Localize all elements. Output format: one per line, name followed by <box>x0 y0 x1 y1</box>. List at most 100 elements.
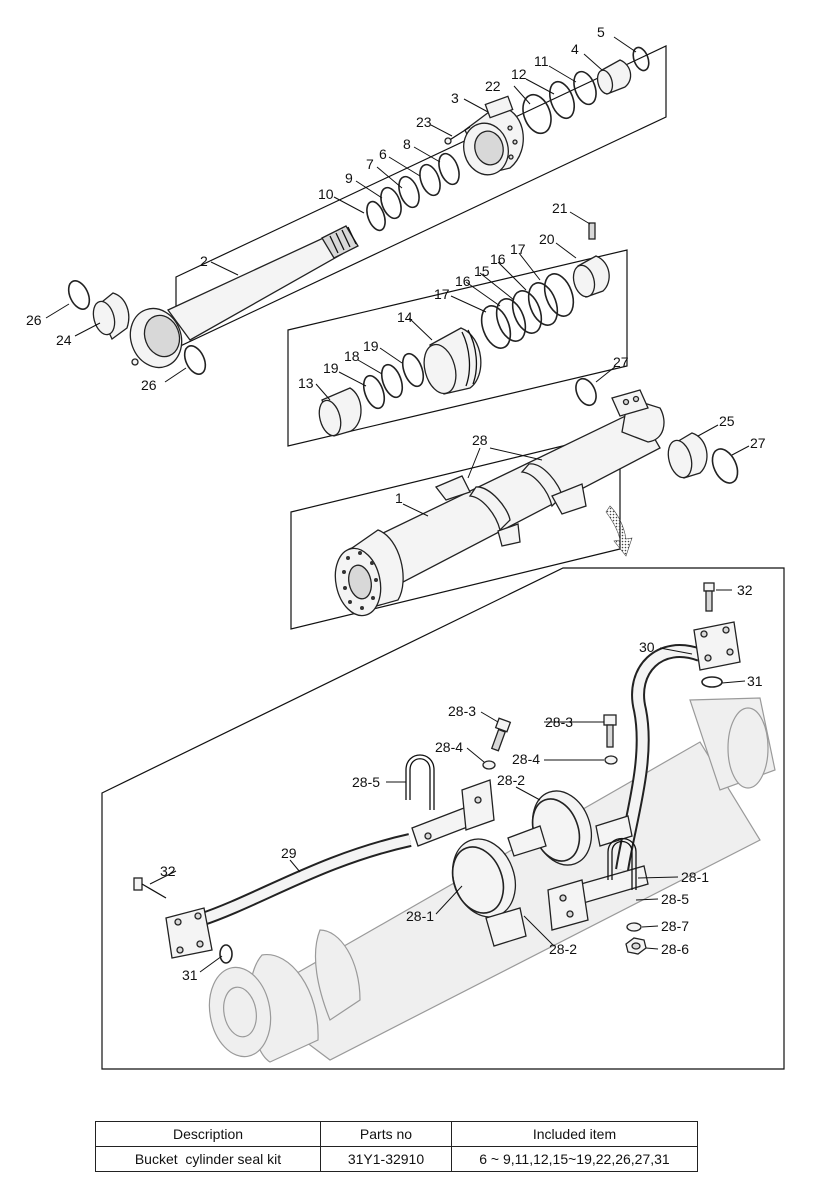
ring-22 <box>522 93 552 135</box>
callout-28-1-left: 28-1 <box>406 908 434 924</box>
callout-28-2-upper: 28-2 <box>497 772 525 788</box>
callout-21: 21 <box>552 200 568 216</box>
dust-ring-26-left <box>67 280 91 310</box>
callout-23: 23 <box>416 114 432 130</box>
callout-labels: 5 4 11 12 22 3 23 8 6 7 9 10 2 26 24 26 … <box>26 24 766 983</box>
callout-28-1-right: 28-1 <box>681 869 709 885</box>
callout-26-left: 26 <box>26 312 42 328</box>
cell-included-item: 6 ~ 9,11,12,15~19,22,26,27,31 <box>451 1146 698 1172</box>
callout-30: 30 <box>639 639 655 655</box>
bushing-25 <box>667 432 708 479</box>
ring-15 <box>511 290 543 334</box>
callout-15: 15 <box>474 263 490 279</box>
callout-28-6: 28-6 <box>661 941 689 957</box>
callout-31-left: 31 <box>182 967 198 983</box>
piston-nut-13 <box>318 387 362 437</box>
detail-arrow <box>605 505 633 557</box>
callout-1: 1 <box>395 490 403 506</box>
callout-26-right: 26 <box>141 377 157 393</box>
clamp-band-28-2-upper <box>507 790 633 866</box>
callout-12: 12 <box>511 66 527 82</box>
callout-22: 22 <box>485 78 501 94</box>
leader-lines <box>45 36 750 973</box>
seal-kit-table: Description Parts no Included item Bucke… <box>95 1121 698 1172</box>
u-bolt-28-5-right <box>607 837 637 890</box>
callout-11: 11 <box>534 53 549 69</box>
washer-28-7 <box>626 922 642 932</box>
callout-31-top: 31 <box>747 673 763 689</box>
rod-cover-3 <box>463 95 524 176</box>
stop-ring-20 <box>572 255 610 298</box>
bolt-28-3-left <box>490 717 512 752</box>
clamp-band-28-2-lower <box>451 838 527 947</box>
cylinder-tube <box>334 389 665 617</box>
ring-7 <box>398 175 420 209</box>
flange-block-left <box>165 907 213 959</box>
ring-16-left <box>495 298 527 342</box>
callout-28-4-right: 28-4 <box>512 751 540 767</box>
table-row: Bucket cylinder seal kit 31Y1-32910 6 ~ … <box>95 1146 698 1172</box>
piston-assembly-frame <box>287 249 628 447</box>
callout-17-left: 17 <box>434 286 450 302</box>
callout-6: 6 <box>379 146 387 162</box>
callout-27-right: 27 <box>750 435 766 451</box>
ring-12 <box>548 80 576 120</box>
bushing-24 <box>92 292 130 340</box>
callout-32-top: 32 <box>737 582 753 598</box>
bracket-28-1-left <box>411 779 495 847</box>
callout-28-7: 28-7 <box>661 918 689 934</box>
callout-28-5-right: 28-5 <box>661 891 689 907</box>
callout-19-right: 19 <box>363 338 379 354</box>
dust-ring-26-right <box>183 345 207 375</box>
ring-8 <box>438 152 460 186</box>
callout-28-3-right: 28-3 <box>545 714 573 730</box>
oring-31-top <box>701 676 723 688</box>
callout-9: 9 <box>345 170 353 186</box>
bolt-32-top <box>703 582 715 612</box>
callout-28-2-lower: 28-2 <box>549 941 577 957</box>
ring-17-left <box>480 305 512 349</box>
detail-view-frame <box>101 567 785 1070</box>
cell-description: Bucket cylinder seal kit <box>95 1146 321 1172</box>
bolt-23 <box>444 126 471 145</box>
ring-16-right <box>527 282 559 326</box>
callout-14: 14 <box>397 309 413 325</box>
dust-ring-27-right <box>711 448 739 484</box>
ring-19-left <box>362 374 386 410</box>
ring-17-right <box>543 273 575 317</box>
dust-ring-27-top <box>575 377 597 407</box>
callout-28-3-left: 28-3 <box>448 703 476 719</box>
set-screw-21 <box>588 222 596 240</box>
header-included-item: Included item <box>451 1121 698 1147</box>
callout-2: 2 <box>200 253 208 269</box>
callout-18: 18 <box>344 348 360 364</box>
washer-28-4-left <box>482 760 496 770</box>
callout-25: 25 <box>719 413 735 429</box>
ring-18 <box>380 363 404 399</box>
ring-5 <box>632 46 650 72</box>
piston-14 <box>423 327 482 395</box>
bracket-28-1-right <box>547 865 649 931</box>
ring-6 <box>419 163 441 197</box>
callout-17-right: 17 <box>510 241 526 257</box>
ring-10 <box>366 200 386 232</box>
callout-5: 5 <box>597 24 605 40</box>
pipe-29 <box>197 833 412 927</box>
callout-24: 24 <box>56 332 72 348</box>
washer-28-4-right <box>604 755 618 765</box>
piston-rod <box>129 225 359 369</box>
callout-19-left: 19 <box>323 360 339 376</box>
callout-27-top: 27 <box>613 354 629 370</box>
callout-8: 8 <box>403 136 411 152</box>
u-bolt-28-5-left <box>405 754 435 810</box>
callout-7: 7 <box>366 156 374 172</box>
ring-11 <box>573 70 597 106</box>
tube-assembly-frame <box>290 431 621 630</box>
callout-28: 28 <box>472 432 488 448</box>
callout-28-5-left: 28-5 <box>352 774 380 790</box>
header-parts-no: Parts no <box>320 1121 452 1147</box>
callout-28-4-left: 28-4 <box>435 739 463 755</box>
callout-13: 13 <box>298 375 314 391</box>
bushing-4 <box>596 59 632 95</box>
ring-19-right <box>401 352 425 388</box>
